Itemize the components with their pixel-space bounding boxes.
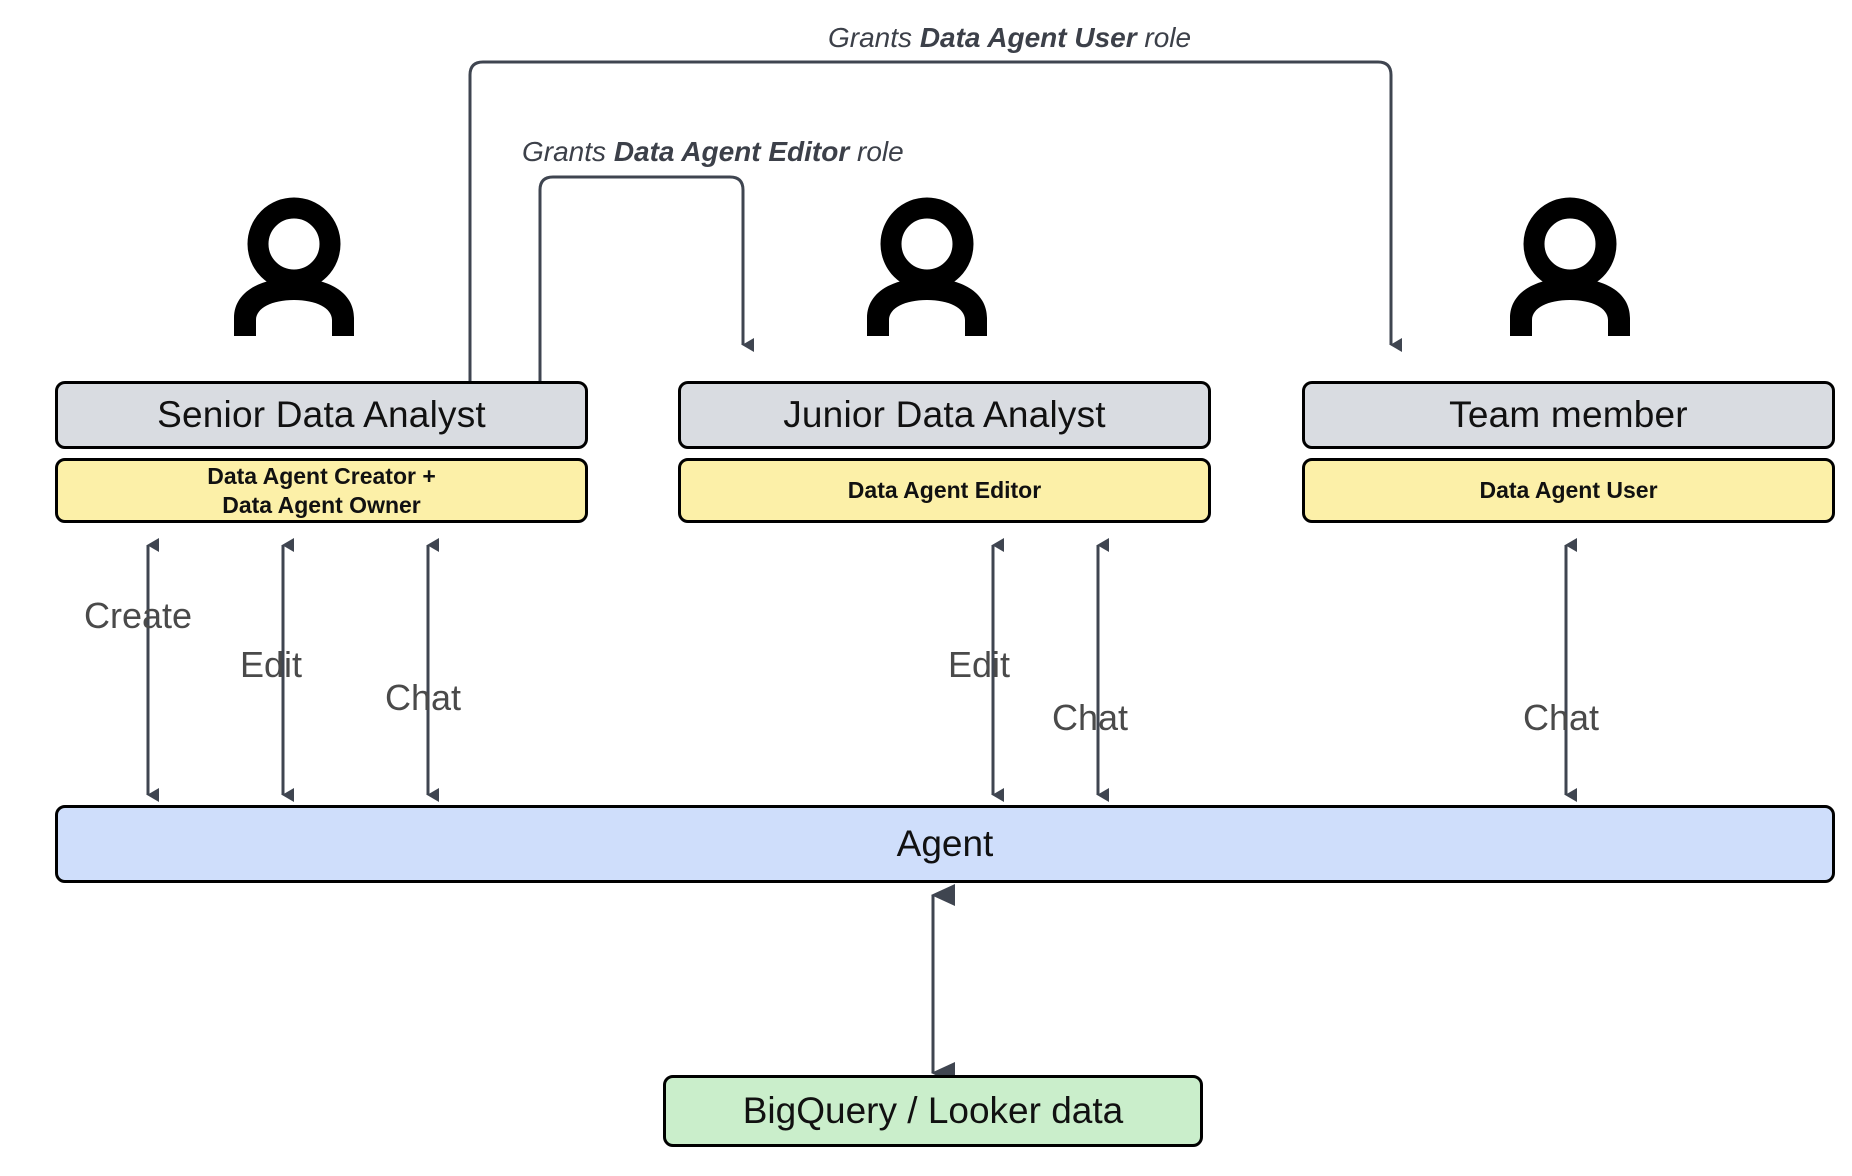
permission-label-junior: Data Agent Editor (847, 477, 1042, 504)
role-box-team-member[interactable]: Team member (1302, 381, 1835, 449)
grant-user-prefix: Grants (828, 22, 920, 53)
flow-label-senior-chat: Chat (385, 677, 461, 719)
flow-label-team-chat: Chat (1523, 697, 1599, 739)
grant-label-data-agent-editor: Grants Data Agent Editor role (522, 136, 904, 168)
data-source-label: BigQuery / Looker data (742, 1090, 1124, 1131)
flow-text-chat-junior: Chat (1052, 697, 1129, 738)
agent-label: Agent (896, 823, 994, 864)
role-box-junior-data-analyst[interactable]: Junior Data Analyst (678, 381, 1211, 449)
flow-label-senior-edit: Edit (240, 644, 302, 686)
grant-user-role: Data Agent User (919, 22, 1137, 53)
role-label-senior: Senior Data Analyst (157, 394, 486, 435)
permission-box-junior-data-analyst[interactable]: Data Agent Editor (678, 458, 1211, 523)
flow-text-chat-team: Chat (1523, 697, 1600, 738)
person-icon-senior (228, 196, 360, 336)
flow-label-senior-create: Create (84, 595, 192, 637)
permission-label-team: Data Agent User (1479, 477, 1658, 504)
person-icon-junior (861, 196, 993, 336)
grant-editor-prefix: Grants (522, 136, 614, 167)
role-label-junior: Junior Data Analyst (783, 394, 1106, 435)
flow-text-edit-senior: Edit (240, 644, 303, 685)
permission-label-senior-line2: Data Agent Owner (222, 491, 421, 518)
flow-text-chat-senior: Chat (385, 677, 462, 718)
role-box-senior-data-analyst[interactable]: Senior Data Analyst (55, 381, 588, 449)
person-icon-team (1504, 196, 1636, 336)
flow-text-create: Create (84, 595, 193, 636)
flow-label-junior-chat: Chat (1052, 697, 1128, 739)
grant-editor-role: Data Agent Editor (613, 136, 850, 167)
permission-label-senior-line1: Data Agent Creator + (207, 463, 436, 490)
data-source-box[interactable]: BigQuery / Looker data (663, 1075, 1203, 1147)
agent-box[interactable]: Agent (55, 805, 1835, 883)
flow-label-junior-edit: Edit (948, 644, 1010, 686)
permission-box-team-member[interactable]: Data Agent User (1302, 458, 1835, 523)
flow-text-edit-junior: Edit (948, 644, 1011, 685)
role-label-team: Team member (1449, 394, 1688, 435)
grant-label-data-agent-user: Grants Data Agent User role (828, 22, 1191, 54)
grant-editor-suffix: role (849, 136, 904, 167)
connector-grant-editor (538, 175, 754, 385)
grant-user-suffix: role (1136, 22, 1192, 53)
permission-box-senior-data-analyst[interactable]: Data Agent Creator + Data Agent Owner (55, 458, 588, 523)
